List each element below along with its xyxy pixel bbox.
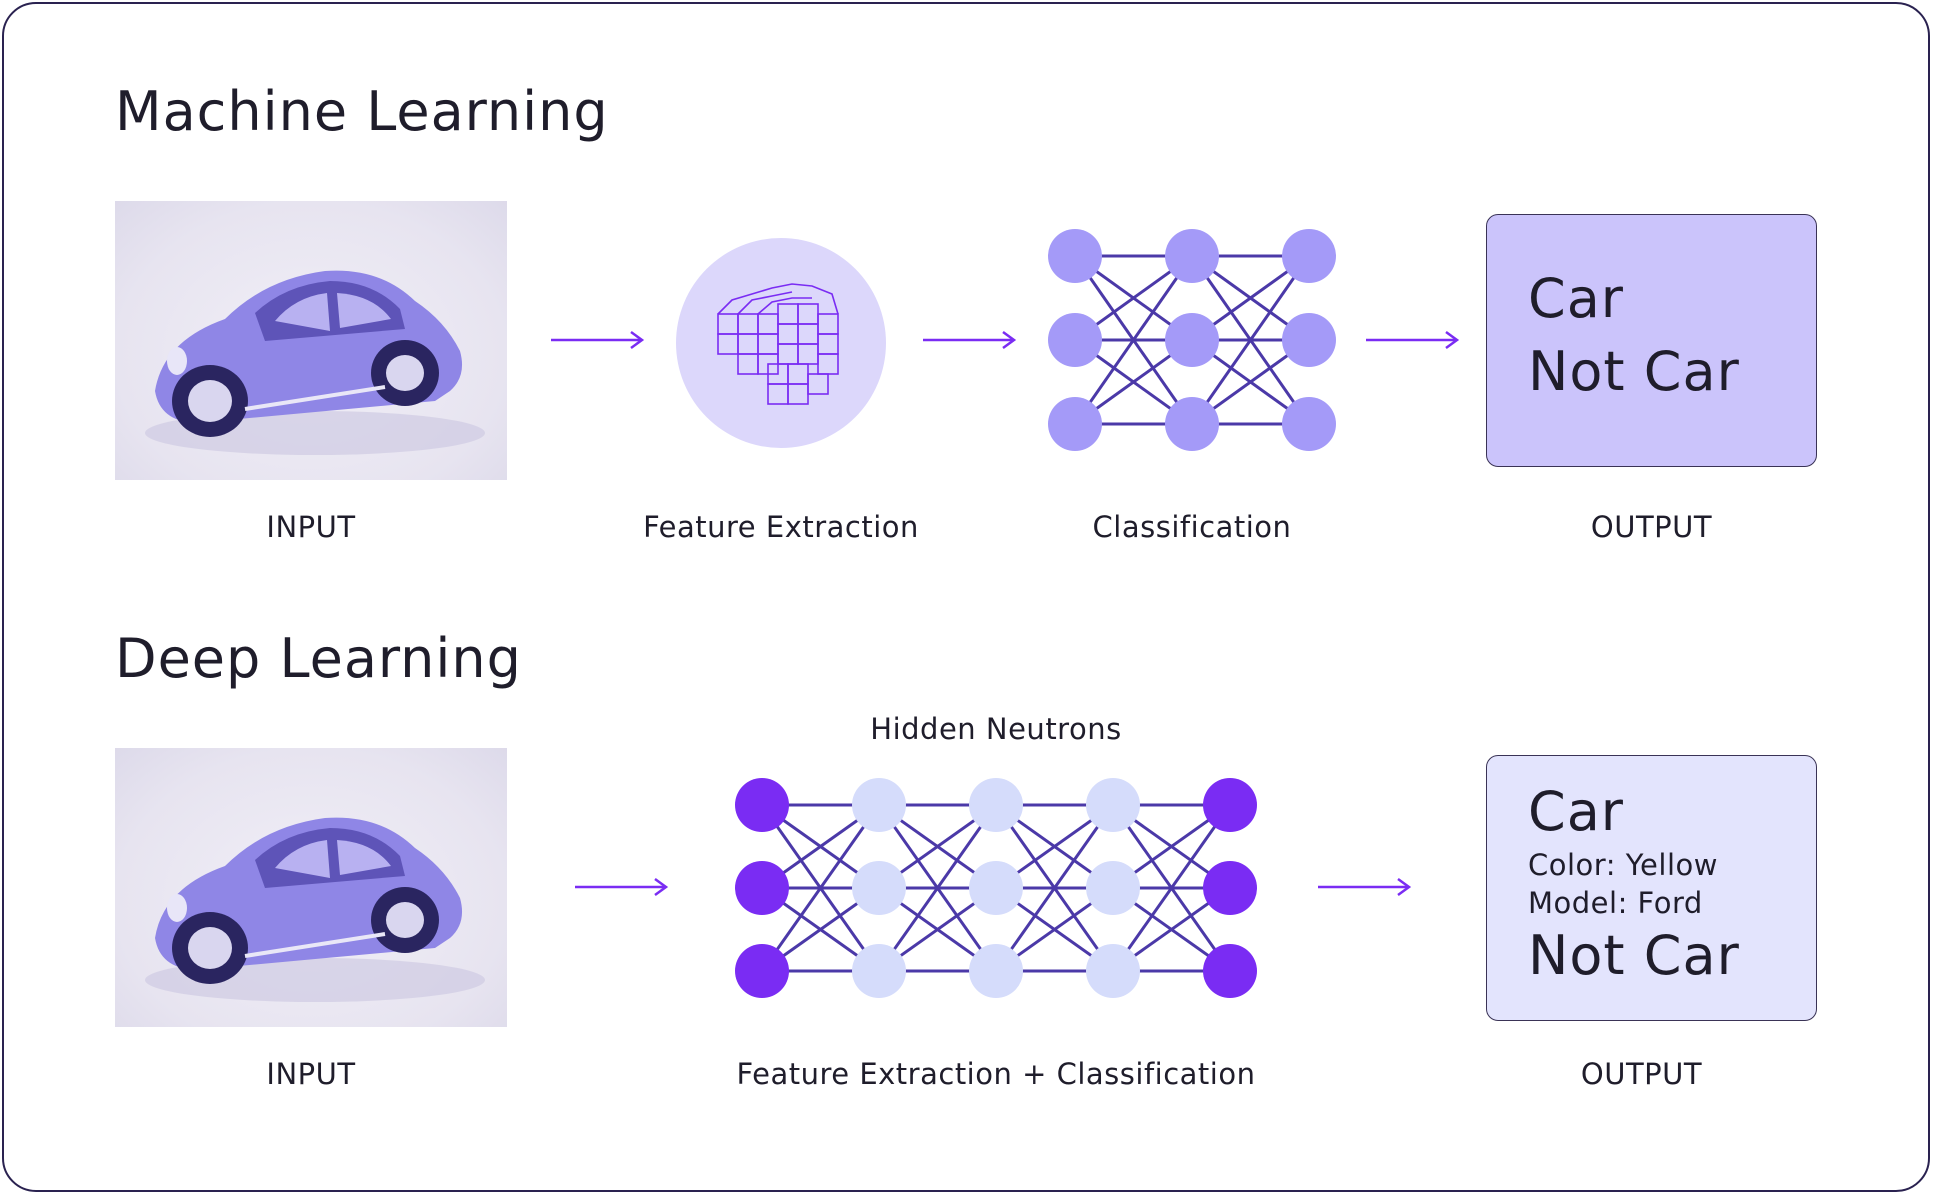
dl-output-not-car: Not Car xyxy=(1528,924,1740,987)
dl-net-node xyxy=(852,944,906,998)
ml-net-node xyxy=(1048,397,1102,451)
ml-arrow-3 xyxy=(1366,330,1460,350)
hidden-neurons-label: Hidden Neutrons xyxy=(870,712,1122,746)
ml-input-car-image xyxy=(115,201,507,480)
dl-net-edge xyxy=(877,804,998,972)
dl-net-edge xyxy=(760,804,881,972)
ml-net-edge xyxy=(1073,255,1194,425)
ml-net-node xyxy=(1282,397,1336,451)
dl-output-color: Color: Yellow xyxy=(1528,848,1718,882)
ml-net-node xyxy=(1282,313,1336,367)
ml-arrow-2 xyxy=(923,330,1017,350)
dl-net-node xyxy=(735,861,789,915)
dl-net-node xyxy=(1203,778,1257,832)
car-illustration xyxy=(145,270,485,455)
ml-output-label: OUTPUT xyxy=(1590,510,1713,544)
feature-classification-label: Feature Extraction + Classification xyxy=(736,1057,1256,1091)
classification-label: Classification xyxy=(1092,510,1292,544)
classification-network xyxy=(1048,229,1336,451)
dl-output-model: Model: Ford xyxy=(1528,886,1703,920)
ml-net-node xyxy=(1165,229,1219,283)
dl-output-car: Car xyxy=(1528,780,1624,843)
feature-extraction-label: Feature Extraction xyxy=(643,510,919,544)
ml-net-node xyxy=(1048,313,1102,367)
dl-net-node xyxy=(735,944,789,998)
dl-arrow-2 xyxy=(1318,877,1412,897)
dl-output-box: Car Color: Yellow Model: Ford Not Car xyxy=(1486,755,1817,1021)
ml-net-node xyxy=(1282,229,1336,283)
dl-net-node xyxy=(1203,944,1257,998)
ml-output-car: Car xyxy=(1528,267,1624,330)
car-illustration xyxy=(145,817,485,1002)
dl-net-node xyxy=(852,778,906,832)
ml-net-edge xyxy=(1190,255,1311,425)
dl-net-node xyxy=(969,944,1023,998)
dl-net-node xyxy=(1203,861,1257,915)
ml-net-node xyxy=(1048,229,1102,283)
ml-input-label: INPUT xyxy=(266,510,356,544)
dl-input-label: INPUT xyxy=(266,1057,356,1091)
ml-output-not-car: Not Car xyxy=(1528,340,1740,403)
dl-net-node xyxy=(1086,944,1140,998)
ml-title: Machine Learning xyxy=(115,80,609,143)
dl-net-node xyxy=(1086,778,1140,832)
dl-input-car-image xyxy=(115,748,507,1027)
dl-net-node xyxy=(852,861,906,915)
dl-net-node xyxy=(969,778,1023,832)
ml-arrow-1 xyxy=(551,330,645,350)
cube-grid-icon xyxy=(717,283,839,405)
dl-arrow-1 xyxy=(575,877,669,897)
ml-net-node xyxy=(1165,397,1219,451)
dl-title: Deep Learning xyxy=(115,627,522,690)
dl-net-node xyxy=(969,861,1023,915)
feature-extraction-circle xyxy=(676,238,886,448)
dl-output-label: OUTPUT xyxy=(1580,1057,1703,1091)
dl-net-edge xyxy=(994,804,1115,972)
ml-net-node xyxy=(1165,313,1219,367)
deep-network xyxy=(735,778,1257,998)
dl-net-node xyxy=(1086,861,1140,915)
dl-net-node xyxy=(735,778,789,832)
ml-output-box: Car Not Car xyxy=(1486,214,1817,467)
dl-net-edge xyxy=(1111,804,1232,972)
